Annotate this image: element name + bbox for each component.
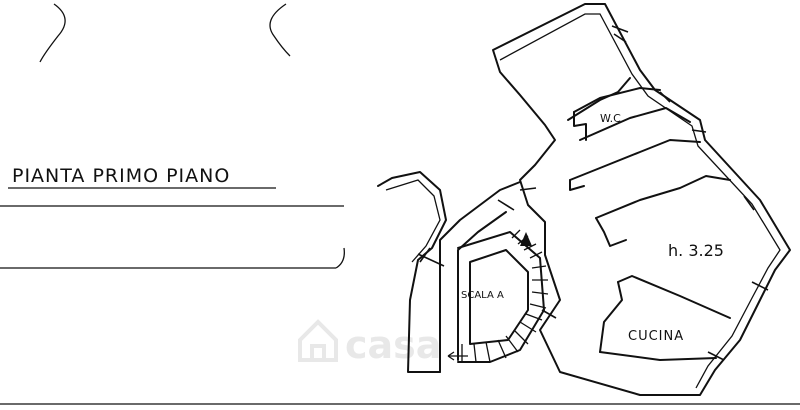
left-annex (377, 171, 521, 373)
room-label-stair: SCALA A (461, 290, 504, 301)
wall-kitchen-left (599, 281, 623, 353)
window-mark-1 (611, 25, 629, 43)
wall-main-room-left (595, 217, 627, 247)
corridor-right-wall (457, 211, 507, 361)
wall-main-room-top (595, 175, 731, 219)
wall-kitchen-bottom (599, 351, 717, 361)
window-mark-5 (751, 281, 769, 291)
arc-top-left (39, 3, 66, 63)
wall-kitchen-top (617, 275, 731, 319)
door-mark-2 (497, 187, 537, 211)
outer-wall-inner (499, 13, 781, 389)
annex-inner (385, 179, 441, 263)
stair-arrow (447, 351, 468, 361)
window-mark-2 (659, 91, 671, 103)
wall-wc-left (573, 111, 587, 141)
door-mark-3 (541, 309, 557, 319)
window-mark-4 (743, 195, 755, 211)
wall-room3-bottom (569, 139, 701, 181)
door-mark-1 (417, 247, 445, 267)
wall-room3-left (569, 179, 585, 191)
outer-wall (492, 3, 791, 396)
watermark: casa (298, 319, 441, 367)
stair-up-arrow (520, 232, 532, 246)
opening-marks (417, 25, 769, 361)
staircase (447, 229, 549, 363)
wall-wc-bottom (579, 107, 691, 141)
stair-core (469, 249, 529, 345)
corridor-left-wall (439, 181, 521, 373)
annex-outer (377, 171, 447, 373)
window-mark-6 (707, 351, 725, 361)
arc-top-middle (269, 3, 291, 57)
wall-wc-top (573, 87, 661, 113)
reference-line-bend (335, 247, 345, 269)
room-label-height: h. 3.25 (668, 241, 724, 260)
watermark-text: casa (345, 323, 441, 367)
watermark-house-icon (298, 319, 338, 362)
room-label-kitchen: CUCINA (628, 329, 684, 344)
window-mark-3 (691, 129, 707, 133)
building-walls (492, 3, 791, 396)
plan-title: PIANTA PRIMO PIANO (12, 165, 230, 187)
room-label-wc: W.C. (600, 112, 624, 125)
